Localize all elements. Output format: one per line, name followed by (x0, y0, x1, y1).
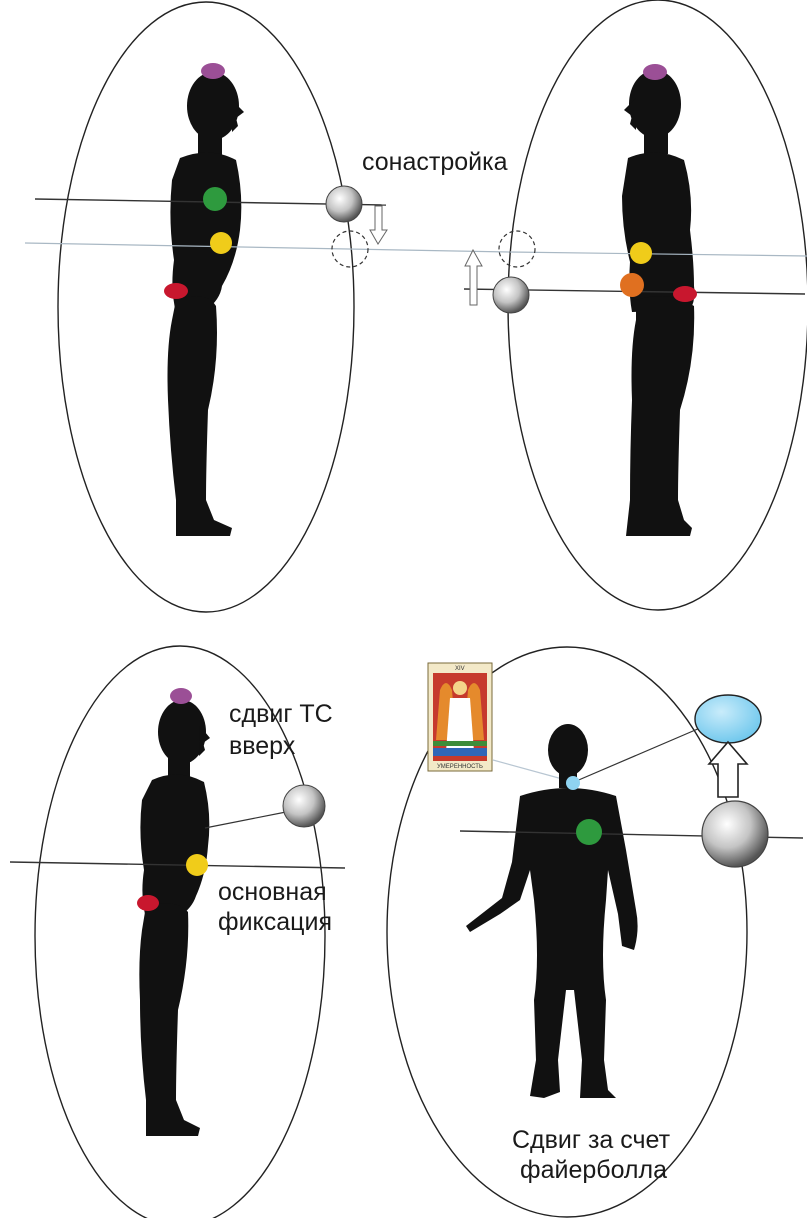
panel-top-left: сонастройка (25, 2, 510, 612)
horizontal-line-faint (25, 243, 510, 252)
connector-line (205, 812, 286, 828)
attunement-label: сонастройка (362, 148, 508, 176)
connector-line (574, 728, 700, 782)
panel-top-right (464, 0, 807, 610)
assemblage-point-sphere (493, 277, 529, 313)
panel-bottom-left: сдвиг ТС вверх основная фиксация (10, 646, 345, 1218)
assemblage-point-ghost (499, 231, 535, 267)
root-point (137, 895, 159, 911)
crown-point (643, 64, 667, 80)
arrow-down-icon (370, 206, 387, 244)
human-silhouette-front (466, 724, 638, 1098)
solar-plexus-point (186, 854, 208, 876)
arrow-up-icon (465, 250, 482, 305)
fireball-shift-label-line1: Сдвиг за счет (512, 1126, 671, 1154)
root-point (673, 286, 697, 302)
human-silhouette-profile (622, 70, 695, 536)
tarot-card-temperance: XIV УМЕРЕННОСТЬ (428, 663, 492, 771)
assemblage-point-sphere (702, 801, 768, 867)
sacral-point (620, 273, 644, 297)
throat-energy-bubble (695, 695, 761, 743)
panel-bottom-right: XIV УМЕРЕННОСТЬ Сдвиг за счет файерболла (387, 647, 803, 1217)
main-fixation-label-line1: основная (218, 878, 327, 906)
assemblage-point-sphere (326, 186, 362, 222)
tarot-card-numeral: XIV (455, 666, 465, 672)
assemblage-point-sphere (283, 785, 325, 827)
heart-point (576, 819, 602, 845)
fireball-shift-label-line2: файерболла (520, 1156, 667, 1184)
shift-up-label-line2: вверх (229, 732, 296, 760)
human-silhouette-profile (139, 700, 210, 1136)
main-fixation-label-line2: фиксация (218, 908, 332, 936)
heart-point (203, 187, 227, 211)
tarot-card-caption: УМЕРЕННОСТЬ (437, 764, 483, 770)
throat-point (566, 776, 580, 790)
crown-point (170, 688, 192, 704)
crown-point (201, 63, 225, 79)
solar-plexus-point (210, 232, 232, 254)
root-point (164, 283, 188, 299)
solar-plexus-point (630, 242, 652, 264)
shift-up-label-line1: сдвиг ТС (229, 700, 333, 728)
human-silhouette-profile (168, 72, 245, 536)
